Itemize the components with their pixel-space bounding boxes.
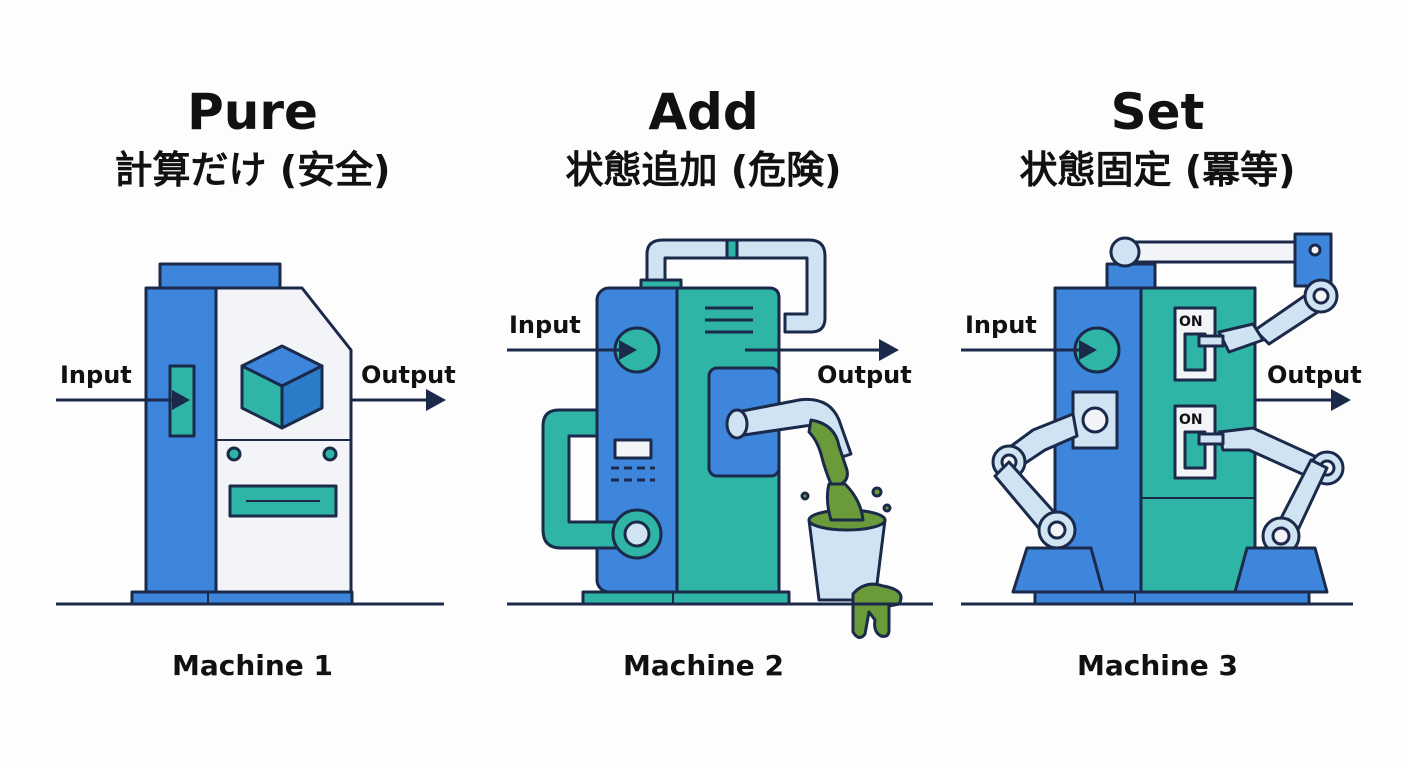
panel-title: Pure: [187, 83, 318, 141]
panel-title: Set: [1110, 83, 1205, 141]
input-label: Input: [965, 311, 1037, 339]
panel-subtitle: 状態固定 (冪等): [1019, 148, 1296, 192]
input-label: Input: [60, 361, 132, 389]
switch-label: ON: [1179, 314, 1203, 330]
output-label: Output: [361, 361, 456, 389]
input-label: Input: [509, 311, 581, 339]
panel-caption: Machine 2: [622, 649, 785, 682]
overflowing-bucket-icon: [800, 418, 903, 639]
switch-label: ON: [1179, 412, 1203, 428]
panel-caption: Machine 1: [171, 649, 334, 682]
panel-set: Set 状態固定 (冪等): [923, 0, 1392, 768]
panel-subtitle: 計算だけ (安全): [114, 148, 391, 192]
machine-3-illustration: ON ON Input Output: [961, 232, 1362, 606]
panel-subtitle: 状態追加 (危険): [565, 148, 842, 192]
machine-2-illustration: Input Output: [507, 238, 933, 639]
output-label: Output: [1267, 361, 1362, 389]
panel-caption: Machine 3: [1076, 649, 1239, 682]
panel-title: Add: [648, 83, 759, 141]
panel-pure: Pure 計算だけ (安全): [18, 0, 487, 768]
panel-add: Add 状態追加 (危険): [469, 0, 938, 768]
cube-icon: [240, 344, 324, 430]
machine-1-illustration: Input Output: [56, 262, 456, 606]
output-label: Output: [817, 361, 912, 389]
